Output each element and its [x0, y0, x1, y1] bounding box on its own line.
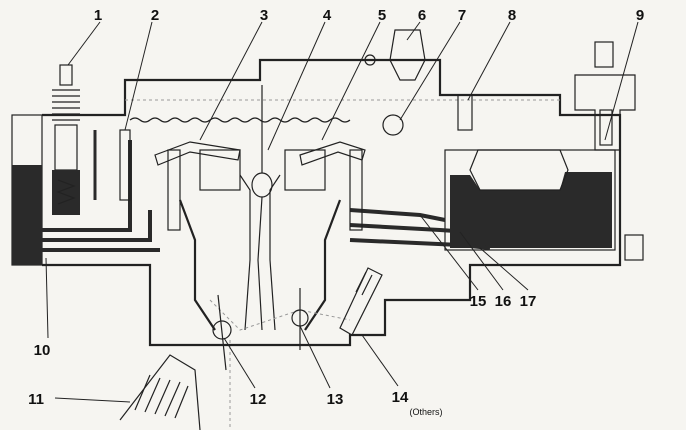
- fuel-passages: [42, 130, 491, 252]
- callout-17: 17: [520, 293, 537, 310]
- callout-5: 5: [378, 7, 386, 24]
- callout-8: 8: [508, 7, 516, 24]
- left-fuel-reservoir: [11, 114, 43, 266]
- linkage-chain: [129, 117, 351, 123]
- air-passages: [125, 99, 560, 430]
- lever-gear-7: [382, 114, 404, 136]
- callout-4: 4: [323, 7, 332, 24]
- leader-lines: [45, 21, 639, 403]
- callout-12: 12: [250, 391, 267, 408]
- callout-14-note: (Others): [409, 407, 442, 417]
- carburetor-body: [42, 58, 622, 347]
- jets: [119, 94, 475, 231]
- callout-9: 9: [636, 7, 644, 24]
- callout-1: 1: [94, 7, 102, 24]
- throttle-shaft-12: [212, 294, 232, 371]
- callout-2: 2: [151, 7, 159, 24]
- float-chamber: [444, 149, 644, 261]
- valve-9: [574, 41, 636, 151]
- callout-3: 3: [260, 7, 268, 24]
- diaphragm-6: [345, 29, 426, 81]
- spring-assembly-11: [119, 354, 201, 430]
- callout-10: 10: [34, 342, 51, 359]
- callout-13: 13: [327, 391, 344, 408]
- callout-11: 11: [28, 391, 44, 408]
- callout-14: 14: [392, 389, 409, 406]
- callout-16: 16: [495, 293, 512, 310]
- adjust-screw-14: [339, 267, 383, 336]
- throttle-shaft-13: [291, 288, 309, 350]
- solenoid-valve-1: [52, 64, 80, 215]
- callout-6: 6: [418, 7, 426, 24]
- callout-7: 7: [458, 7, 466, 24]
- callout-15: 15: [470, 293, 487, 310]
- center-needle: [251, 85, 273, 331]
